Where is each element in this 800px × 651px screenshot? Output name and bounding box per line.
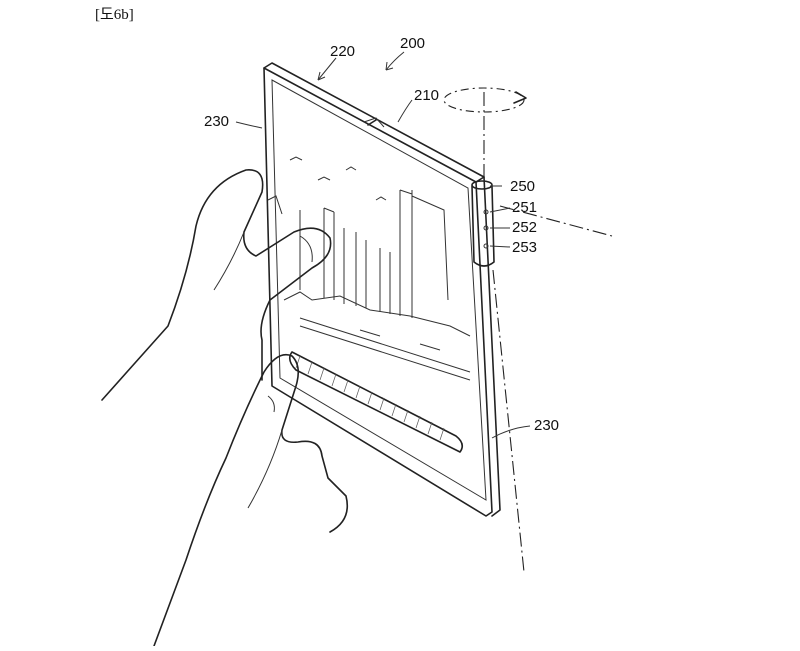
device-front-face <box>263 67 493 517</box>
leader-220 <box>317 57 337 81</box>
sensor-icon-251 <box>483 209 489 215</box>
hinge-detail <box>363 117 385 128</box>
lower-hand-nail <box>267 395 275 413</box>
device-top-edge <box>263 62 485 183</box>
figure-label: [도6b] <box>95 7 134 23</box>
side-module <box>471 180 495 267</box>
hatch-lines <box>295 355 445 441</box>
building-4 <box>379 248 391 314</box>
label-200: 200 <box>400 35 425 52</box>
birds-sketch <box>289 156 387 201</box>
label-220: 220 <box>330 43 355 60</box>
upper-hand-nail <box>299 235 313 263</box>
display-panel <box>271 79 487 501</box>
arrow-200-icon <box>385 61 394 71</box>
leader-230-top <box>235 121 263 129</box>
leader-251 <box>489 207 511 213</box>
guide-line-upper <box>499 205 613 237</box>
guide-line-lower <box>492 269 525 573</box>
upper-hand <box>101 169 332 401</box>
upper-hand-crease <box>213 231 245 291</box>
label-250: 250 <box>510 178 535 195</box>
label-253: 253 <box>512 239 537 256</box>
hatched-strip <box>288 351 464 453</box>
lower-hand <box>153 353 349 647</box>
side-module-body <box>471 185 495 267</box>
lower-hand-crease <box>247 429 283 509</box>
label-230-bottom: 230 <box>534 417 559 434</box>
side-module-cap <box>471 180 493 190</box>
display-city-scene <box>267 156 471 381</box>
rotation-arrow-icon <box>513 91 527 104</box>
crane-building <box>411 195 449 301</box>
skyline-ground <box>283 291 471 337</box>
waterfront-lines <box>299 317 471 381</box>
tower-building <box>399 189 413 318</box>
hatched-strip-outline <box>288 351 464 453</box>
lower-hand-outline <box>153 353 349 647</box>
label-210: 210 <box>414 87 439 104</box>
label-230-top: 230 <box>204 113 229 130</box>
leader-230-bottom <box>491 425 531 439</box>
leader-253 <box>489 245 511 248</box>
label-251: 251 <box>512 199 537 216</box>
building-3 <box>343 228 367 308</box>
arrow-220-icon <box>317 71 326 81</box>
foldable-device <box>263 62 501 517</box>
label-252: 252 <box>512 219 537 236</box>
hinge-joint-top <box>367 119 377 126</box>
sensor-icon-252 <box>483 225 489 231</box>
sensor-icon-253 <box>483 243 489 249</box>
device-side-edge <box>483 176 501 517</box>
leader-200 <box>385 51 405 71</box>
building-2 <box>323 207 335 300</box>
leader-210 <box>397 99 413 123</box>
upper-hand-outline <box>101 169 332 401</box>
building-1 <box>267 195 301 290</box>
rotation-ellipse <box>443 87 525 113</box>
